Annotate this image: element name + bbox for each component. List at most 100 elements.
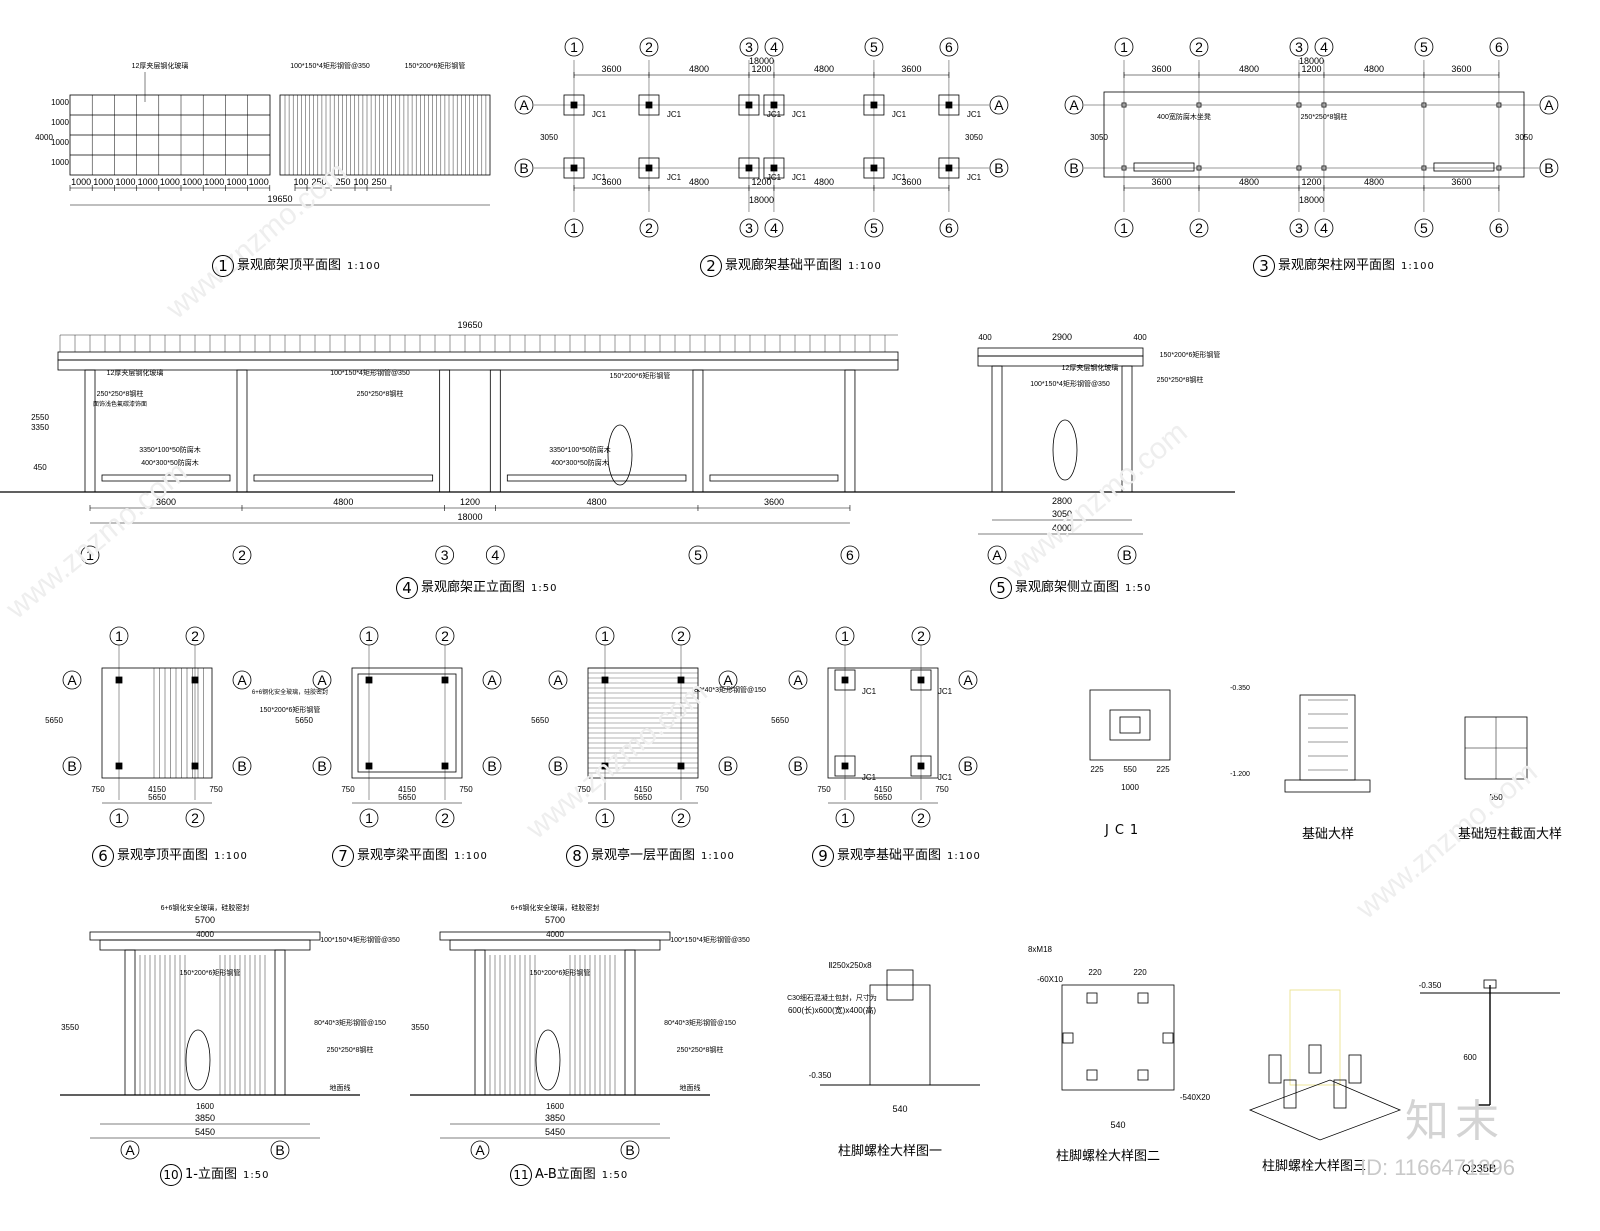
pavilion-axis-left — [62, 756, 82, 776]
axis-bubble-left — [514, 158, 534, 178]
footing-tag: JC1 — [967, 173, 982, 182]
bolt2-anchor — [1137, 1069, 1149, 1081]
pavilion-axis-bottom — [671, 808, 691, 828]
dimension-text: 3600 — [601, 177, 621, 187]
note-glass: 12厚夹层钢化玻璃 — [107, 368, 164, 377]
dimension-text: 1000 — [138, 177, 158, 187]
axis-label: A — [793, 672, 803, 688]
jc1-footing-outline — [1089, 689, 1171, 761]
front-axis-bubble — [485, 545, 505, 565]
title-number-circle: 11 — [510, 1163, 532, 1186]
pavilion-steel-column — [474, 949, 486, 1096]
bolt2-anchor — [1086, 992, 1098, 1004]
axis-label: 6 — [945, 39, 953, 55]
pavilion-beam-ring — [357, 673, 457, 773]
axis-bubble-right — [989, 95, 1009, 115]
pavilion-mid-dim: 4150 — [148, 785, 166, 794]
axis-bubble-bottom — [1489, 218, 1509, 238]
axis-label: 1 — [570, 39, 578, 55]
column-square — [945, 164, 953, 172]
side-bottom-dim: 2800 — [1052, 496, 1072, 506]
title-number-circle: 5 — [990, 576, 1012, 599]
note-plate-strip: -60X10 — [1037, 975, 1063, 984]
axis-label: 1 — [365, 628, 373, 644]
axis-label: 2 — [1195, 39, 1203, 55]
note-tube2: 150*200*6矩形钢管 — [180, 968, 241, 977]
axis-label: 4 — [770, 220, 778, 236]
axis-label: B — [317, 758, 326, 774]
span-total-bottom: 18000 — [1299, 195, 1324, 205]
note-tube3: 80*40*3矩形钢管@150 — [314, 1018, 386, 1027]
bolt3-stiffener — [1268, 1054, 1282, 1084]
axis-label: A — [487, 672, 497, 688]
dimension-text: 1000 — [71, 177, 91, 187]
pavilion-axis-right — [482, 670, 502, 690]
axis-bubble-left — [514, 95, 534, 115]
pavilion-total-dim: 5650 — [874, 793, 892, 802]
title-scale: 1:100 — [347, 261, 381, 272]
dimension-text: 100 — [293, 177, 308, 187]
footing-outline — [863, 157, 885, 179]
note-column: 250*250*8钢柱 — [327, 1045, 374, 1054]
axis-label: 2 — [917, 810, 925, 826]
dimension-text: 1200 — [1301, 177, 1321, 187]
pavilion-footing — [834, 669, 856, 691]
note-ground: 地面线 — [680, 1083, 701, 1092]
jc1-dim: 550 — [1123, 765, 1137, 774]
axis-label: 3 — [1295, 39, 1303, 55]
column-square — [945, 101, 953, 109]
title-column-section: 基础短柱截面大样 — [1458, 827, 1563, 842]
pavilion-steel-column — [274, 949, 286, 1096]
dimension-text: 4800 — [1364, 64, 1384, 74]
note-glass2: 6+6钢化安全玻璃，硅胶密封 — [161, 903, 250, 912]
axis-label: 6 — [846, 547, 854, 563]
axis-bubble-left — [1064, 158, 1084, 178]
span-total-top: 18000 — [749, 56, 774, 66]
bolt2-base-plate — [1061, 984, 1175, 1091]
height-dim: 450 — [33, 463, 47, 472]
pavilion-steel-column — [624, 949, 636, 1096]
span-total-top: 18000 — [1299, 56, 1324, 66]
note-tube2: 150*200*6矩形钢管 — [405, 61, 466, 70]
title-foundation-detail: 基础大样 — [1302, 827, 1355, 842]
axis-label: 5 — [1420, 220, 1428, 236]
axis-bubble-top — [939, 37, 959, 57]
dimension-text: 4800 — [587, 497, 607, 507]
axis-label: 1 — [1120, 220, 1128, 236]
note-tube3: 80*40*3矩形钢管@150 — [664, 1018, 736, 1027]
title-text: 景观亭基础平面图 — [837, 848, 942, 863]
axis-bubble-bottom — [639, 218, 659, 238]
axis-label: B — [963, 758, 972, 774]
elevation-bottom-dim: 1600 — [196, 1102, 214, 1111]
axis-bubble-top — [1489, 37, 1509, 57]
note-column: 250*250*8钢柱 — [1157, 375, 1204, 384]
axis-label: 1 — [841, 810, 849, 826]
note-tube3: 80*40*3矩形钢管@150 — [694, 685, 766, 694]
pavilion-axis-left — [62, 670, 82, 690]
column-mark — [1196, 165, 1202, 171]
dimension-text: 4800 — [1364, 177, 1384, 187]
jc1-column — [1119, 716, 1141, 734]
dimension-text: 3600 — [901, 64, 921, 74]
foundation-level: -0.350 — [1230, 685, 1250, 692]
note-glass2: 6+6钢化安全玻璃，硅胶密封 — [511, 903, 600, 912]
bench-strip — [1433, 162, 1495, 172]
axis-label: 4 — [770, 39, 778, 55]
bolt1-column — [886, 969, 914, 1001]
pavilion-beam — [99, 939, 311, 951]
pavilion-vertical-dim: 5650 — [45, 716, 63, 725]
axis-label: B — [275, 1142, 284, 1158]
dimension-text: 1000 — [249, 177, 269, 187]
dimension-text: 1200 — [751, 64, 771, 74]
pavilion-axis-right — [958, 670, 978, 690]
front-overall-text: 19650 — [457, 320, 482, 330]
note-ground: 地面线 — [330, 1083, 351, 1092]
bolt3-stiffener — [1348, 1054, 1362, 1084]
pavilion-axis-right — [958, 756, 978, 776]
column-square — [645, 164, 653, 172]
axis-label: 1 — [601, 810, 609, 826]
axis-label: 3 — [745, 39, 753, 55]
side-axis-bubble — [987, 545, 1007, 565]
